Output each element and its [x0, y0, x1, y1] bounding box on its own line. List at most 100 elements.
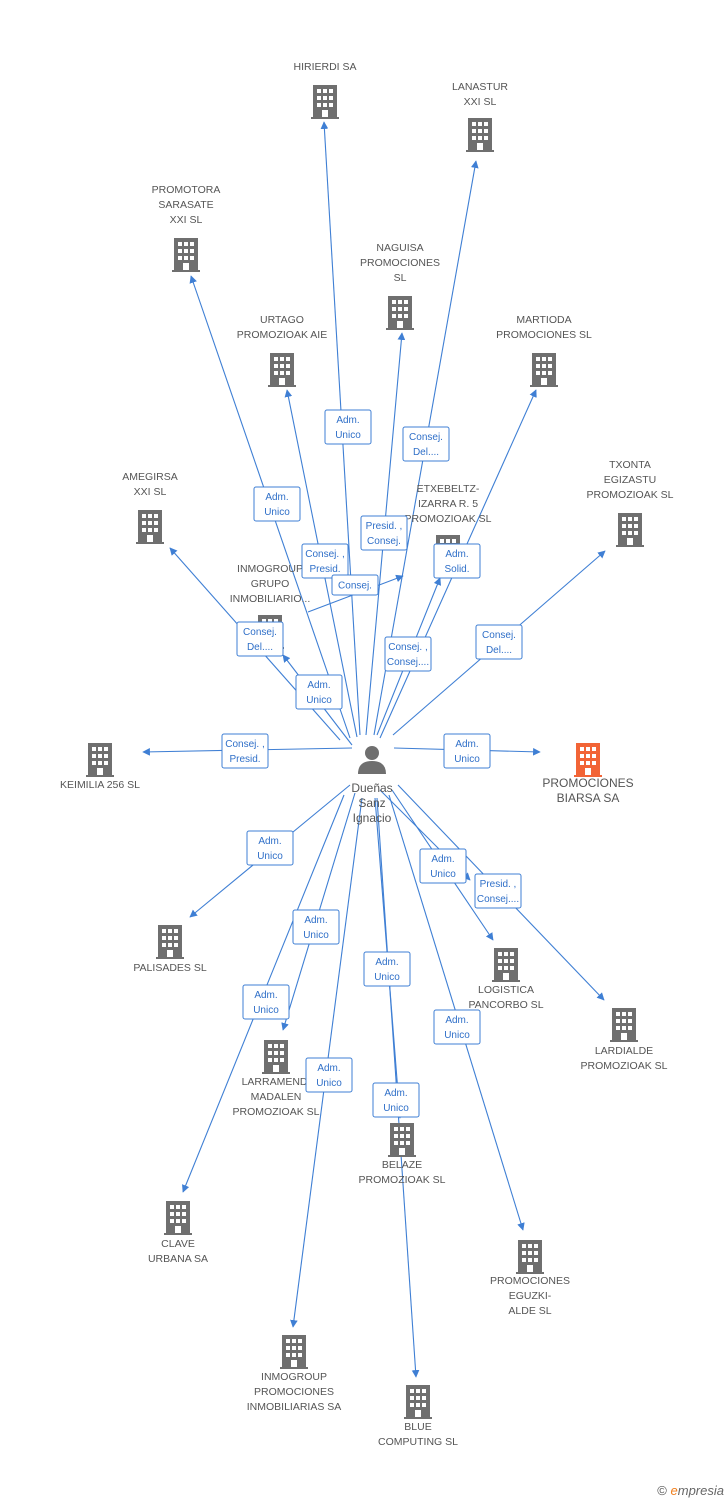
role-label: Unico [264, 507, 290, 518]
role-label: Presid. [229, 754, 260, 765]
role-badge-txonta[interactable]: Consej.Del.... [475, 624, 523, 660]
company-label: TXONTA [609, 459, 651, 471]
company-node-hirierdi[interactable]: HIRIERDI SA [293, 61, 357, 119]
brand-logo-initial: e [670, 1483, 678, 1498]
company-label: PROMOCIONES [254, 1386, 334, 1398]
role-label: Del.... [413, 447, 439, 458]
role-badge-palisades[interactable]: Adm.Unico [246, 830, 294, 866]
role-badge-inmogroup-grupo[interactable]: Adm.Unico [295, 674, 343, 710]
building-icon [616, 513, 644, 547]
building-icon [404, 1385, 432, 1419]
role-label: Adm. [384, 1088, 407, 1099]
role-badge-keimilia[interactable]: Consej. , Presid. [221, 733, 269, 769]
role-badge-blue[interactable]: Adm.Unico [372, 1082, 420, 1118]
company-node-palisades[interactable]: PALISADES SL [133, 925, 207, 974]
company-label: MADALEN [251, 1091, 302, 1103]
company-label: IZARRA R. 5 [418, 498, 478, 510]
company-label: ETXEBELTZ- [417, 483, 480, 495]
role-badge-hirierdi[interactable]: Adm.Unico [324, 409, 372, 445]
company-label: BLUE [404, 1421, 431, 1433]
role-label: Unico [430, 869, 456, 880]
company-label: ALDE SL [508, 1305, 551, 1317]
company-label: LARRAMENDI [242, 1076, 311, 1088]
company-node-inmogroup-grupo[interactable]: INMOGROUPGRUPOINMOBILIARIO... [230, 563, 311, 649]
role-label: Adm. [254, 990, 277, 1001]
person-name-line: Dueñas [351, 781, 392, 795]
role-label: Adm. [265, 492, 288, 503]
company-label: COMPUTING SL [378, 1436, 458, 1448]
role-badge-lanastur[interactable]: Consej. Del.... [402, 426, 450, 462]
role-badge-clave[interactable]: Adm.Unico [242, 984, 290, 1020]
role-label: Adm. [445, 549, 468, 560]
company-node-etxebeltz[interactable]: ETXEBELTZ- IZARRA R. 5 PROMOZIOAK SL [405, 483, 492, 569]
role-badge-naguisa[interactable]: Presid. , Consej. [360, 515, 408, 551]
role-label: Adm. [304, 915, 327, 926]
role-badge-eguzki[interactable]: Adm.Unico [433, 1009, 481, 1045]
company-label: LARDIALDE [595, 1045, 653, 1057]
role-label: Consej. [409, 432, 443, 443]
company-label: PANCORBO SL [468, 999, 543, 1011]
company-label: PROMOZIOAK SL [405, 513, 492, 525]
building-icon [610, 1008, 638, 1042]
role-label: Del.... [247, 642, 273, 653]
company-label: URTAGO [260, 314, 304, 326]
company-label: LANASTUR [452, 81, 508, 93]
role-label: Adm. [375, 957, 398, 968]
company-label: PROMOCIONES [360, 257, 440, 269]
role-badge-inmogroup-promociones[interactable]: Adm.Unico [305, 1057, 353, 1093]
role-label: Unico [335, 430, 361, 441]
company-label: INMOGROUP [261, 1371, 327, 1383]
company-label: CLAVE [161, 1238, 195, 1250]
company-node-keimilia[interactable]: KEIMILIA 256 SL [60, 743, 140, 791]
building-icon [311, 85, 339, 119]
role-badge-urtago[interactable]: Consej. ,Presid. [301, 543, 349, 579]
building-icon [164, 1201, 192, 1235]
role-label: Consej. [367, 536, 401, 547]
company-label: XXI SL [134, 486, 167, 498]
role-badge-martioda[interactable]: Adm.Solid. [433, 543, 481, 579]
role-badge-larramendi[interactable]: Adm.Unico [292, 909, 340, 945]
company-label: PROMOCIONES [542, 776, 633, 790]
building-icon [492, 948, 520, 982]
role-label: Presid. , [366, 521, 403, 532]
role-badge-promotora-sarasate[interactable]: Adm. Unico [253, 486, 301, 522]
role-badge-promociones-biarsa[interactable]: Adm.Unico [443, 733, 491, 769]
company-label: PROMOCIONES SL [496, 329, 592, 341]
role-label: Unico [374, 972, 400, 983]
brand-logo-text: mpresia [677, 1483, 724, 1498]
company-label: PALISADES SL [133, 962, 207, 974]
role-badge-belaze[interactable]: Adm. Unico [363, 951, 411, 987]
company-node-blue[interactable]: BLUE COMPUTING SL [378, 1385, 458, 1448]
role-badge-center-up[interactable]: Consej. ,Consej.... [384, 636, 432, 672]
company-label: PROMOZIOAK SL [587, 489, 674, 501]
role-label: Presid. , [480, 879, 517, 890]
role-label: Consej. , [225, 739, 264, 750]
role-badge-amegirsa[interactable]: Consej.Del.... [236, 621, 284, 657]
building-icon [516, 1240, 544, 1274]
role-label: Adm. [317, 1063, 340, 1074]
role-badge-logistica[interactable]: Adm.Unico [419, 848, 467, 884]
copyright-symbol: © [657, 1483, 667, 1498]
role-label: Consej. , [388, 642, 427, 653]
role-badge-lardialde[interactable]: Presid. ,Consej.... [474, 873, 522, 909]
role-badge-etxebeltz[interactable]: Consej. [331, 574, 379, 596]
building-icon [466, 118, 494, 152]
building-icon [172, 238, 200, 272]
